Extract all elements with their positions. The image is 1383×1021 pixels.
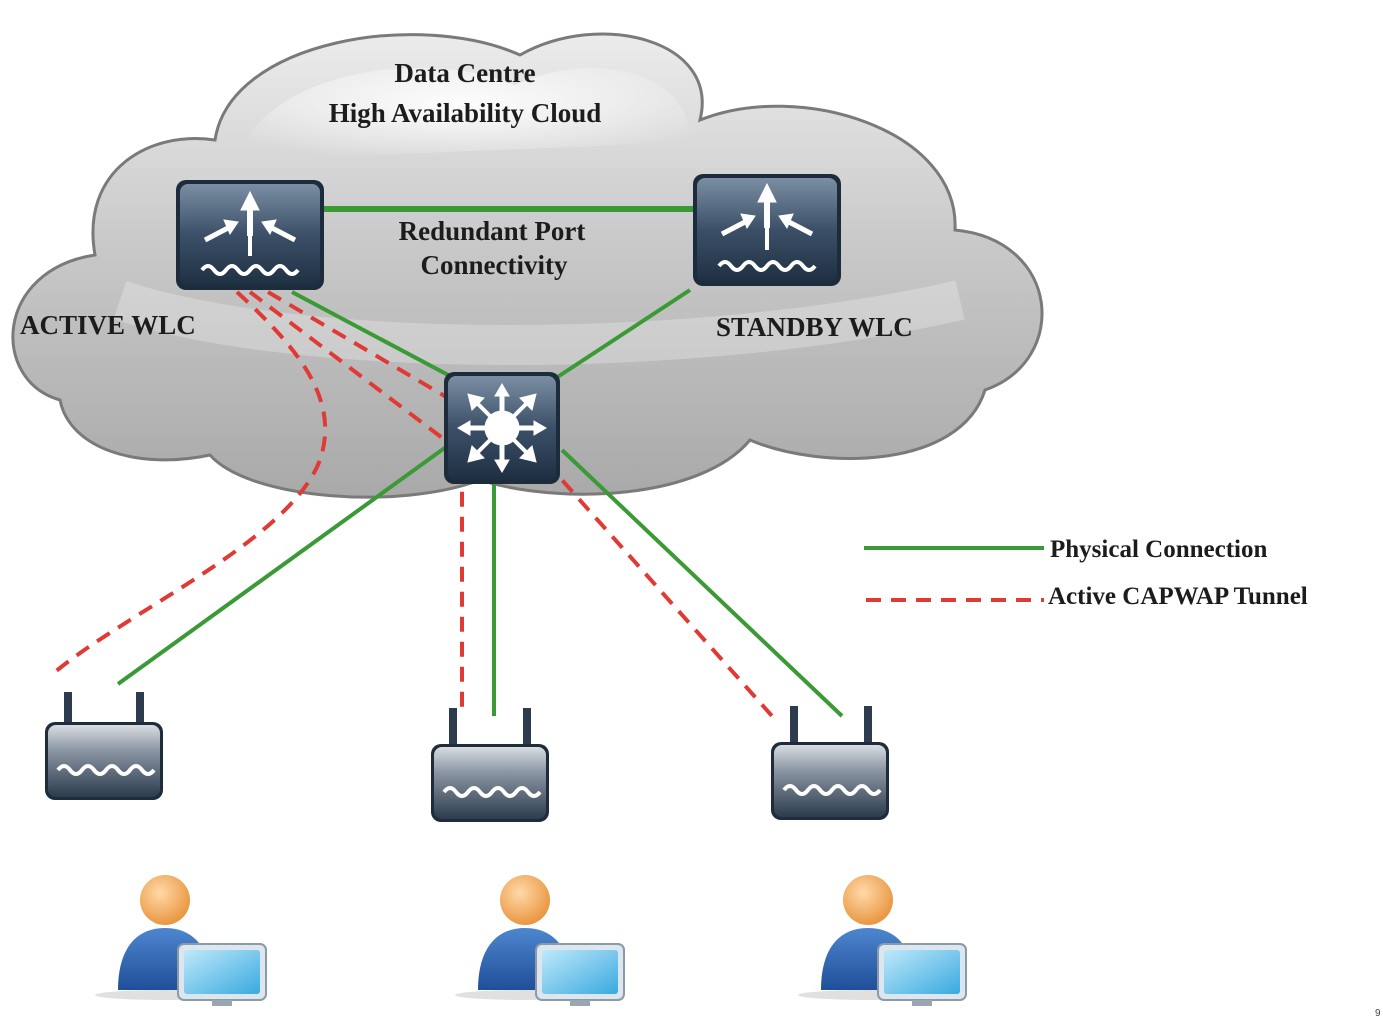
access-point-2[interactable] (431, 708, 549, 822)
legend-tunnel-label: Active CAPWAP Tunnel (1048, 583, 1308, 610)
user-workstation-icon (95, 875, 267, 1006)
access-point-icon (431, 708, 549, 822)
active-wlc-label: ACTIVE WLC (20, 310, 196, 340)
data-centre-cloud (11, 32, 1044, 499)
wlc-icon (200, 190, 300, 276)
user-2 (455, 875, 625, 1006)
access-point-icon (771, 706, 889, 820)
redundant-port-label-line2: Connectivity (421, 250, 568, 280)
legend: Physical Connection Active CAPWAP Tunnel (864, 536, 1308, 610)
tunnel-to-ap2 (248, 290, 464, 712)
user-1 (95, 875, 267, 1006)
standby-wlc-label: STANDBY WLC (716, 312, 913, 342)
standby-wlc[interactable] (693, 174, 841, 286)
tunnel-to-ap1 (53, 290, 328, 674)
link-switch-to-ap3 (560, 448, 844, 718)
wlc-icon (717, 182, 817, 272)
active-wlc[interactable] (176, 180, 324, 290)
link-standby-to-switch (554, 288, 692, 380)
user-3 (798, 875, 967, 1006)
link-switch-to-ap1 (116, 445, 448, 686)
multilayer-switch-icon (457, 383, 547, 473)
access-point-1[interactable] (45, 692, 163, 800)
redundant-port-label-line1: Redundant Port (399, 216, 586, 246)
cloud-title-line2: High Availability Cloud (329, 98, 602, 128)
cloud-title-line1: Data Centre (394, 58, 535, 88)
physical-connections (116, 206, 844, 718)
link-active-to-switch (291, 290, 451, 378)
corner-mark: 9 (1375, 1008, 1381, 1019)
access-point-3[interactable] (771, 706, 889, 820)
core-switch[interactable] (444, 372, 560, 484)
access-point-icon (45, 692, 163, 800)
legend-physical-label: Physical Connection (1050, 536, 1267, 563)
user-workstation-icon (455, 875, 625, 1006)
user-workstation-icon (798, 875, 967, 1006)
